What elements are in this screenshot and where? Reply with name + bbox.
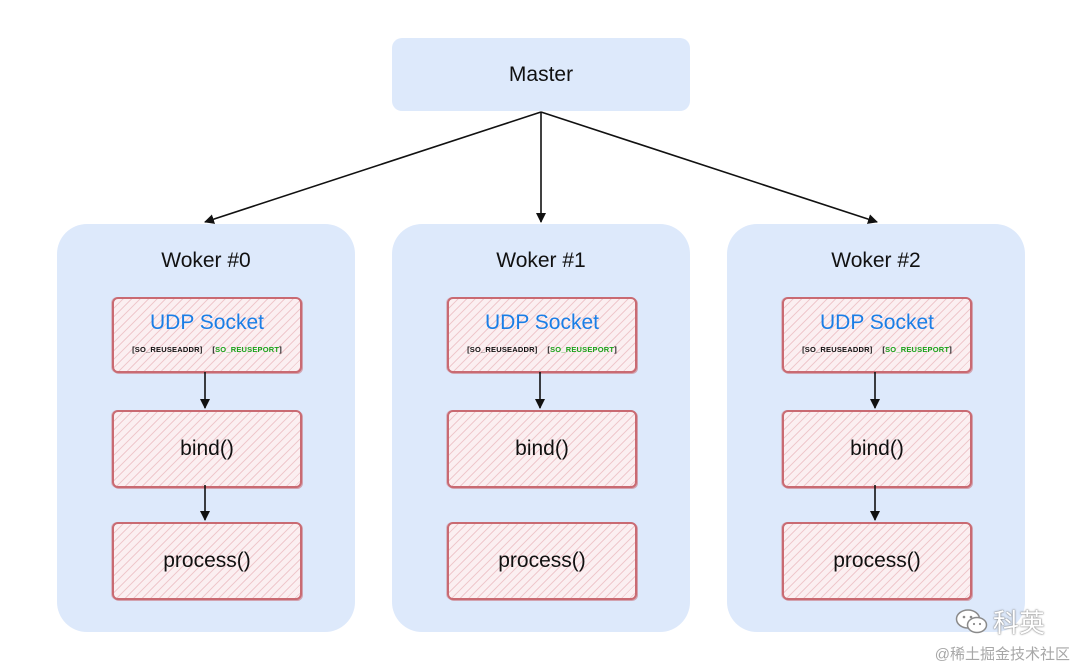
process-label: process()	[498, 549, 586, 572]
socket-label: UDP Socket	[820, 310, 934, 334]
worker-node-2: Woker #2 UDP Socket [SO_REUSEADDR][SO_RE…	[727, 224, 1025, 632]
reuseaddr-option: [SO_REUSEADDR]	[802, 344, 873, 354]
process-step: process()	[782, 522, 972, 600]
master-node: Master	[392, 38, 690, 111]
bind-label: bind()	[515, 437, 569, 460]
udp-socket-step: UDP Socket [SO_REUSEADDR] [SO_REUSEPORT]	[447, 297, 637, 373]
master-label: Master	[508, 62, 574, 86]
watermark-site: @稀土掘金技术社区	[934, 646, 1070, 663]
reuseaddr-option: [SO_REUSEADDR]	[467, 344, 538, 354]
process-label: process()	[163, 549, 251, 572]
worker-title: Woker #1	[496, 249, 586, 272]
udp-socket-step: UDP Socket [SO_REUSEADDR] [SO_REUSEPORT]	[782, 297, 972, 373]
bind-label: bind()	[180, 437, 234, 460]
udp-socket-step: UDP Socket [SO_REUSEADDR] [SO_REUSEPORT]	[112, 297, 302, 373]
worker-node-0: Woker #0 UDP Socket [SO_REUSEADDR][SO_RE…	[57, 224, 355, 632]
socket-label: UDP Socket	[150, 310, 264, 334]
process-step: process()	[447, 522, 637, 600]
socket-options: [SO_REUSEADDR] [SO_REUSEPORT]	[132, 345, 282, 354]
socket-options: [SO_REUSEADDR] [SO_REUSEPORT]	[802, 345, 952, 354]
process-step: process()	[112, 522, 302, 600]
reuseport-option: [SO_REUSEPORT]	[212, 344, 282, 354]
wechat-icon	[955, 608, 988, 633]
worker-title: Woker #2	[831, 249, 921, 272]
watermark-brand-text: 科英	[993, 608, 1046, 638]
master-to-worker-2-arrow	[540, 111, 878, 224]
bind-step: bind()	[782, 410, 972, 488]
socket-label: UDP Socket	[485, 310, 599, 334]
process-label: process()	[833, 549, 921, 572]
reuseport-option: [SO_REUSEPORT]	[882, 344, 952, 354]
reuseport-option: [SO_REUSEPORT]	[547, 344, 617, 354]
worker-node-1: Woker #1 UDP Socket [SO_REUSEADDR][SO_RE…	[392, 224, 690, 632]
watermark-brand: 科英	[955, 603, 1045, 640]
bind-step: bind()	[112, 410, 302, 488]
socket-options: [SO_REUSEADDR] [SO_REUSEPORT]	[467, 345, 617, 354]
bind-step: bind()	[447, 410, 637, 488]
reuseaddr-option: [SO_REUSEADDR]	[132, 344, 203, 354]
bind-label: bind()	[850, 437, 904, 460]
master-to-worker-0-arrow	[204, 111, 542, 224]
worker-title: Woker #0	[161, 249, 251, 272]
